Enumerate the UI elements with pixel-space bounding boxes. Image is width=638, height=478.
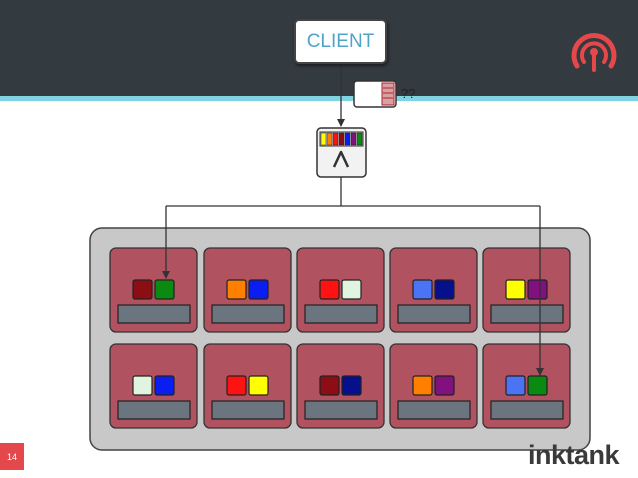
osd-node (389, 343, 478, 429)
disk-bar (397, 304, 471, 324)
osd-node (482, 343, 571, 429)
object-icon (353, 80, 397, 108)
placement-group (412, 279, 433, 300)
crush-hash-icon (316, 127, 367, 178)
hash-stripe (320, 132, 327, 146)
placement-group (226, 279, 247, 300)
placement-group (319, 375, 340, 396)
slide-number: 14 (0, 443, 24, 470)
placement-group (341, 279, 362, 300)
disk-bar (490, 304, 564, 324)
disk-bar (397, 400, 471, 420)
ceph-logo-icon (571, 33, 617, 72)
placement-group (132, 279, 153, 300)
disk-bar (490, 400, 564, 420)
placement-group (341, 375, 362, 396)
disk-bar (304, 304, 378, 324)
placement-group (319, 279, 340, 300)
disk-bar (117, 400, 191, 420)
hash-stripe (326, 132, 333, 146)
placement-group (248, 279, 269, 300)
osd-node (203, 343, 292, 429)
header-stripe (0, 96, 638, 101)
placement-group (248, 375, 269, 396)
hash-stripe (332, 132, 339, 146)
osd-node (109, 343, 198, 429)
placement-group (132, 375, 153, 396)
placement-group (412, 375, 433, 396)
placement-group (505, 375, 526, 396)
disk-bar (117, 304, 191, 324)
placement-group (434, 279, 455, 300)
hash-stripe (350, 132, 357, 146)
placement-group (154, 279, 175, 300)
brand-logo: inktank (528, 440, 620, 470)
osd-node (389, 247, 478, 333)
placement-group (226, 375, 247, 396)
osd-node (203, 247, 292, 333)
hash-stripe (356, 132, 363, 146)
osd-node (296, 343, 385, 429)
object-label: ?? (401, 86, 416, 101)
disk-bar (211, 304, 285, 324)
osd-node (482, 247, 571, 333)
hash-stripe (338, 132, 345, 146)
osd-grid (109, 247, 571, 429)
osd-node (109, 247, 198, 333)
osd-node (296, 247, 385, 333)
hash-stripe (344, 132, 351, 146)
placement-group (527, 279, 548, 300)
client-box: CLIENT (294, 19, 387, 64)
disk-bar (211, 400, 285, 420)
disk-bar (304, 400, 378, 420)
placement-group (505, 279, 526, 300)
placement-group (154, 375, 175, 396)
placement-group (527, 375, 548, 396)
placement-group (434, 375, 455, 396)
